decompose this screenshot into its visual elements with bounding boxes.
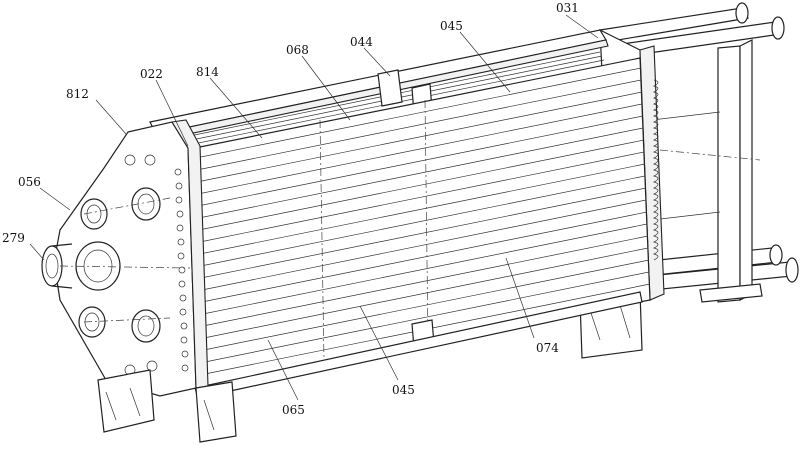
port-holes: [75, 154, 161, 376]
callout-074: 074: [536, 341, 559, 355]
callout-065: 065: [282, 403, 305, 417]
rear-plate-ribs: [652, 79, 659, 261]
callout-056: 056: [18, 175, 41, 189]
callout-031: 031: [556, 1, 579, 15]
callout-labels: 031 045 044 068 814 022 812 056 279 074 …: [2, 1, 579, 417]
callout-814: 814: [196, 65, 219, 79]
callout-068: 068: [286, 43, 309, 57]
callout-045-top: 045: [440, 19, 463, 33]
leader-lines: [29, 14, 599, 401]
callout-812: 812: [66, 87, 89, 101]
callout-022: 022: [140, 67, 163, 81]
top-carrying-bar: [149, 29, 609, 149]
callout-045-bottom: 045: [392, 383, 415, 397]
callout-279: 279: [2, 231, 25, 245]
rear-support-frame: [599, 2, 799, 303]
callout-044: 044: [350, 35, 373, 49]
inlet-nozzle: [41, 243, 73, 289]
front-frame-plate: [41, 119, 237, 443]
front-plate-studs: [174, 168, 189, 372]
